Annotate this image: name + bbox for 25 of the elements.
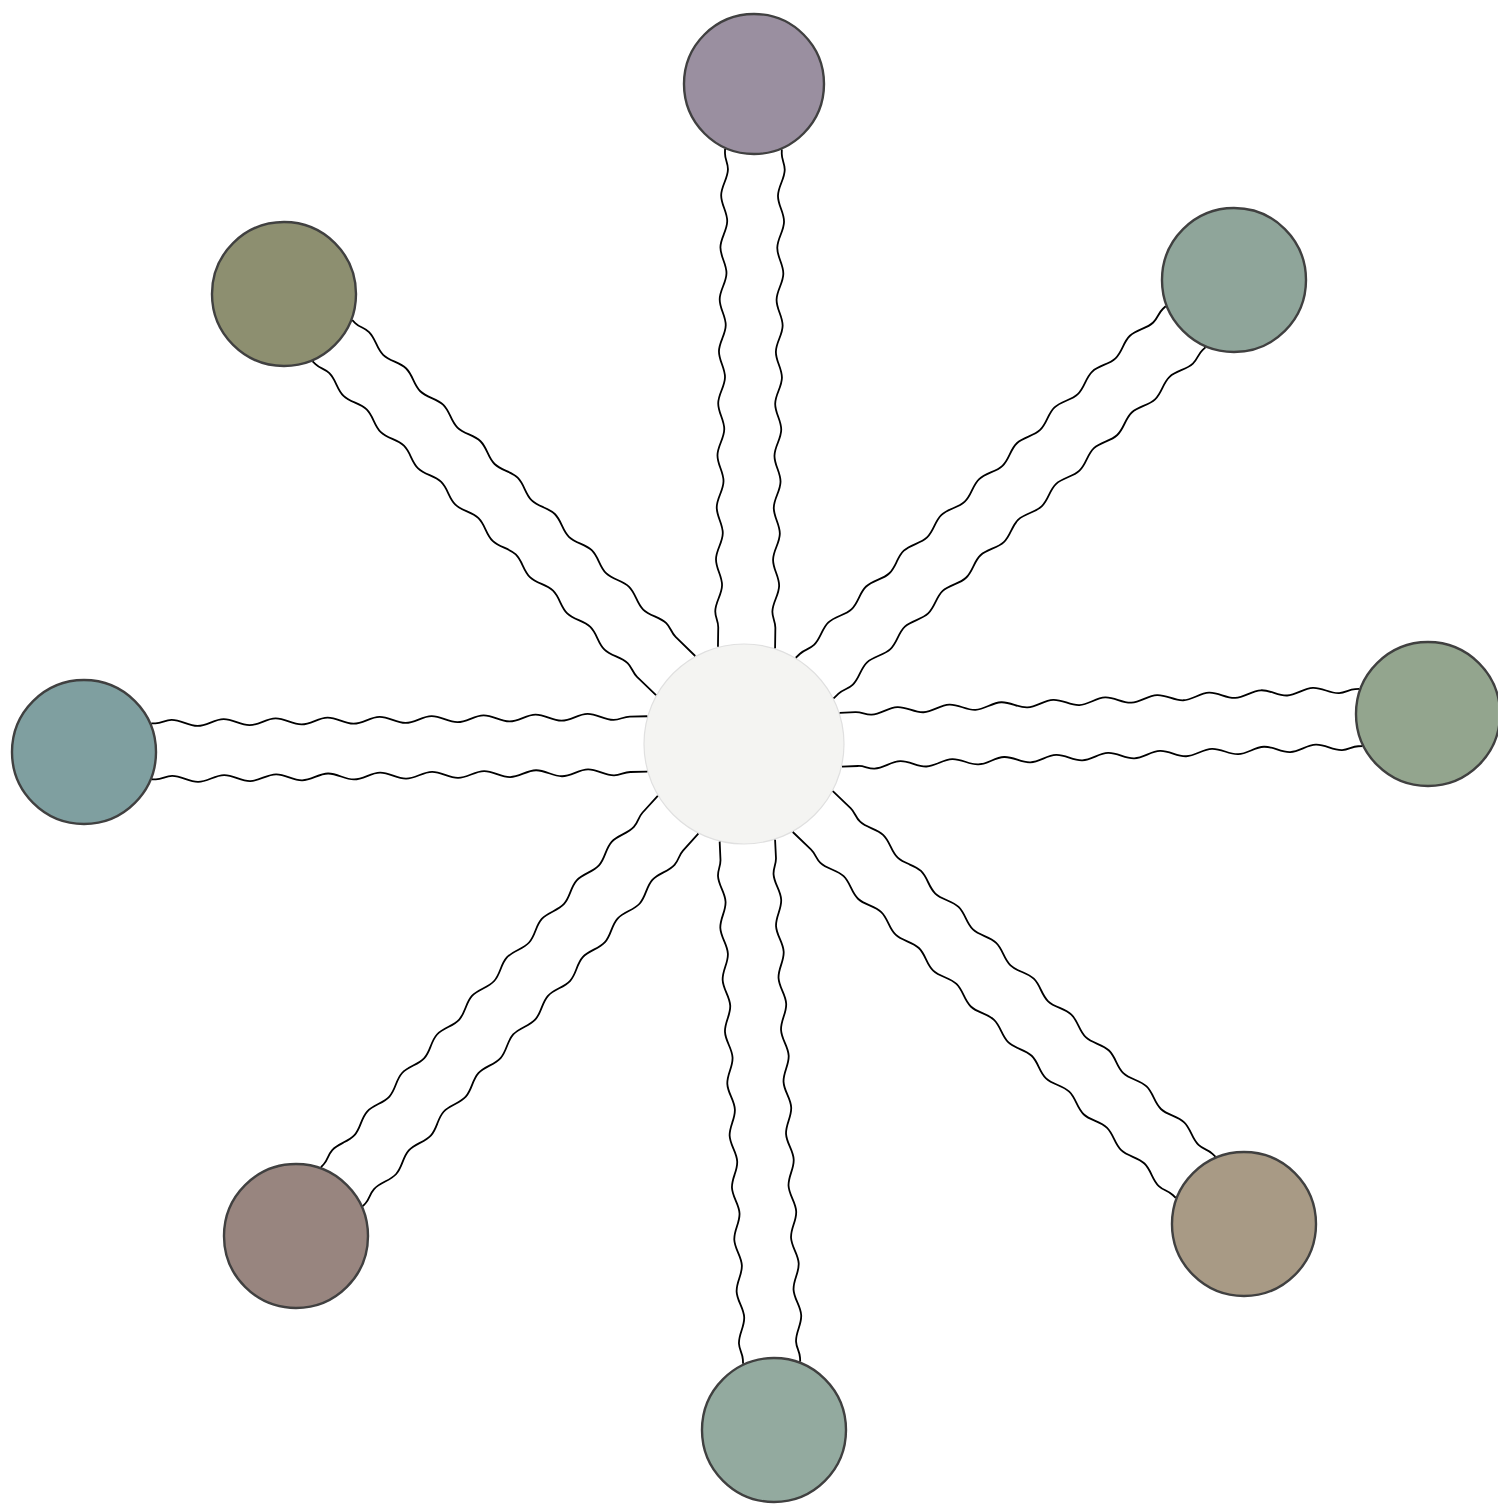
bead-circle bbox=[210, 220, 358, 368]
wavy-line bbox=[311, 360, 657, 697]
bead-circle bbox=[700, 1356, 848, 1504]
bead-circle bbox=[1170, 1150, 1318, 1298]
bead-circle bbox=[222, 1162, 370, 1310]
bead-circle bbox=[682, 12, 826, 156]
wavy-line bbox=[791, 831, 1177, 1199]
wavy-line bbox=[150, 713, 649, 727]
wavy-line bbox=[351, 319, 697, 657]
core-circle bbox=[643, 643, 845, 845]
wavy-line bbox=[841, 743, 1364, 770]
wavy-line bbox=[772, 838, 803, 1363]
wavy-line bbox=[794, 305, 1167, 659]
wavy-line bbox=[714, 148, 729, 648]
wavy-line bbox=[838, 686, 1361, 716]
wavy-line bbox=[320, 794, 659, 1169]
wavy-line bbox=[150, 768, 649, 783]
bead-circle bbox=[10, 678, 158, 826]
wavy-line bbox=[832, 346, 1207, 700]
wavy-line bbox=[831, 790, 1217, 1158]
wavy-line bbox=[771, 148, 786, 650]
bead-circle bbox=[1160, 206, 1308, 354]
wavy-line bbox=[717, 840, 746, 1365]
wavy-line bbox=[361, 832, 700, 1208]
bead-circle bbox=[1354, 640, 1498, 788]
